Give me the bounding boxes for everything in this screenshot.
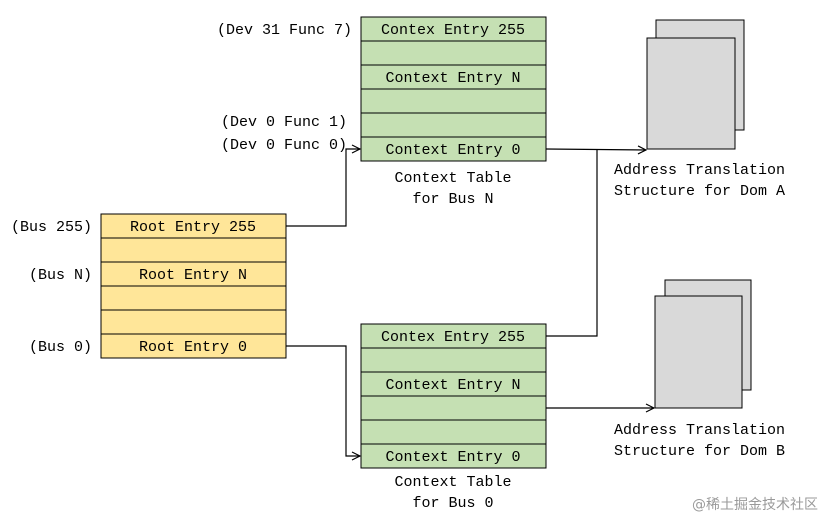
arrow-root255-to-context-n — [286, 149, 360, 227]
root-entry-0-label: Root Entry 0 — [139, 339, 247, 356]
dev31-func7-label: (Dev 31 Func 7) — [217, 22, 352, 39]
arrow-ctxn-entry0-to-dom-a — [545, 149, 646, 150]
context-table-bus-n: Contex Entry 255 Context Entry N Context… — [217, 16, 547, 208]
root-row-gap-3 — [100, 309, 287, 335]
ctx-0-caption-line2: for Bus 0 — [412, 495, 493, 512]
dev0-func1-label: (Dev 0 Func 1) — [221, 114, 347, 131]
ctx-0-row-n — [360, 371, 547, 397]
ctx-n-entry-255-label: Contex Entry 255 — [381, 22, 525, 39]
context-table-bus-0: Contex Entry 255 Context Entry N Context… — [360, 323, 547, 512]
page-b-front — [654, 295, 743, 409]
ctx-n-row-gap-2 — [360, 88, 547, 114]
ctx-0-caption-line1: Context Table — [394, 474, 511, 491]
ctx-n-row-255 — [360, 16, 547, 42]
root-row-gap-1 — [100, 237, 287, 263]
translation-b-line1: Address Translation — [614, 422, 785, 439]
root-row-gap-2 — [100, 285, 287, 311]
translation-structure-a: Address Translation Structure for Dom A — [614, 19, 785, 200]
ctx-n-entry-0-label: Context Entry 0 — [385, 142, 520, 159]
root-table: Root Entry 255 Root Entry N Root Entry 0… — [11, 213, 287, 359]
ctx-0-entry-255-label: Contex Entry 255 — [381, 329, 525, 346]
dev0-func0-label: (Dev 0 Func 0) — [221, 137, 347, 154]
arrow-root0-to-context-0 — [286, 345, 360, 456]
ctx-n-row-1 — [360, 112, 547, 138]
translation-structure-b: Address Translation Structure for Dom B — [614, 279, 785, 460]
root-entry-255-label: Root Entry 255 — [130, 219, 256, 236]
translation-a-line2: Structure for Dom A — [614, 183, 785, 200]
line-ctx0-entry255-to-dom-a — [546, 150, 598, 337]
watermark: @稀土掘金技术社区 — [692, 497, 818, 513]
page-a-front — [646, 37, 736, 150]
translation-a-line1: Address Translation — [614, 162, 785, 179]
translation-b-line2: Structure for Dom B — [614, 443, 785, 460]
ctx-n-caption-line2: for Bus N — [412, 191, 493, 208]
root-row-0 — [100, 333, 287, 359]
root-row-255 — [100, 213, 287, 239]
bus-255-label: (Bus 255) — [11, 219, 92, 236]
ctx-n-row-0 — [360, 136, 547, 162]
ctx-0-row-gap-3 — [360, 419, 547, 445]
ctx-n-row-gap-1 — [360, 40, 547, 66]
bus-n-label: (Bus N) — [29, 267, 92, 284]
root-entry-n-label: Root Entry N — [139, 267, 247, 284]
root-row-n — [100, 261, 287, 287]
ctx-n-entry-n-label: Context Entry N — [385, 70, 520, 87]
ctx-0-row-gap-1 — [360, 347, 547, 373]
ctx-n-caption-line1: Context Table — [394, 170, 511, 187]
ctx-0-entry-n-label: Context Entry N — [385, 377, 520, 394]
bus-0-label: (Bus 0) — [29, 339, 92, 356]
ctx-0-row-gap-2 — [360, 395, 547, 421]
ctx-0-row-0 — [360, 443, 547, 469]
ctx-0-entry-0-label: Context Entry 0 — [385, 449, 520, 466]
